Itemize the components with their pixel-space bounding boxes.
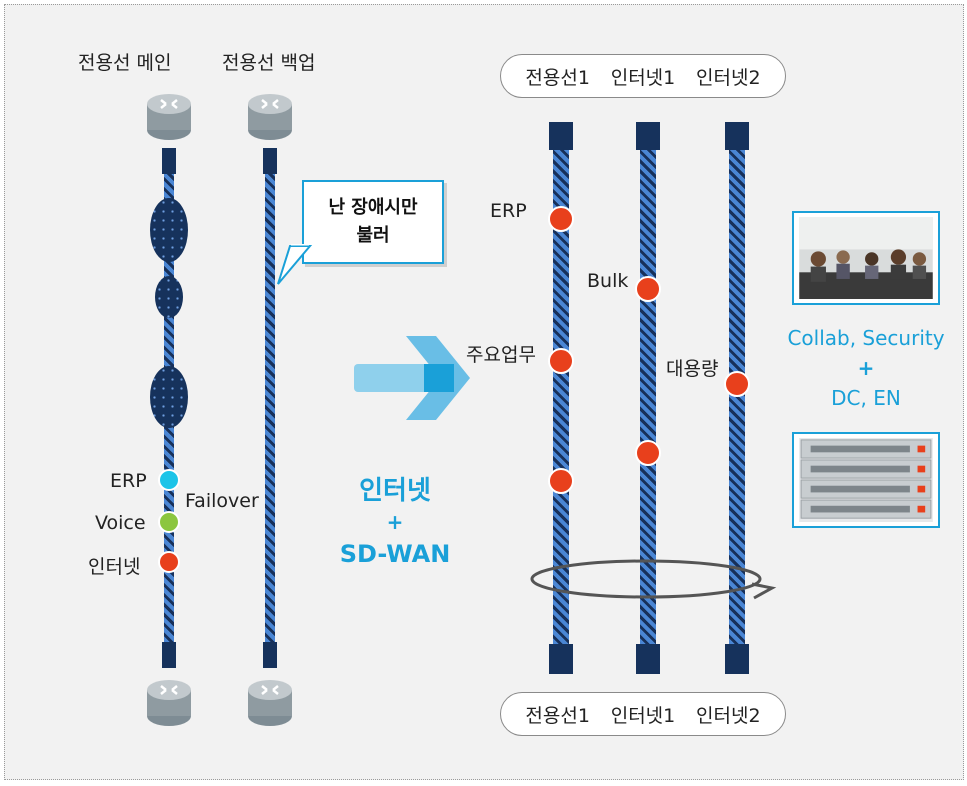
legend-dot-internet — [158, 551, 180, 573]
link2-bottom-cap — [636, 644, 660, 674]
arrow-right-icon — [354, 336, 470, 420]
main-line-top-cap — [162, 148, 176, 174]
traffic-bundle — [155, 276, 183, 318]
rotation-ring-icon — [530, 559, 777, 600]
traffic-label-main-business: 주요업무 — [466, 344, 536, 366]
center-subtitle: SD-WAN — [339, 540, 451, 568]
services-line-1: Collab, Security — [787, 326, 945, 350]
link-label: 인터넷1 — [610, 66, 676, 89]
main-line-bottom-cap — [162, 642, 176, 668]
traffic-bundle — [150, 198, 188, 262]
video-conference-image — [792, 211, 940, 305]
traffic-label-bulk: Bulk — [587, 270, 629, 292]
legend-label: ERP — [110, 470, 147, 492]
callout-bubble: 난 장애시만 불러 — [302, 180, 444, 264]
callout-line-1: 난 장애시만 — [328, 197, 418, 218]
center-plus: + — [386, 510, 404, 534]
link-label: 인터넷1 — [610, 704, 676, 727]
legend-dot-voice — [158, 511, 180, 533]
main-line-label: 전용선 메인 — [78, 52, 172, 74]
link-label: 전용선1 — [525, 66, 590, 89]
link1-cable — [553, 150, 569, 644]
traffic-dot — [635, 440, 661, 466]
link3-top-cap — [725, 122, 749, 150]
callout-line-2: 불러 — [356, 225, 390, 246]
traffic-dot — [635, 276, 661, 302]
traffic-dot — [548, 348, 574, 374]
traffic-label-large-volume: 대용량 — [666, 358, 719, 380]
link1-bottom-cap — [549, 644, 573, 674]
link1-top-cap — [549, 122, 573, 150]
center-title: 인터넷 — [359, 476, 431, 506]
link-label: 전용선1 — [525, 704, 590, 727]
backup-line-label: 전용선 백업 — [222, 52, 316, 74]
traffic-bundle — [150, 366, 188, 428]
services-line-2: DC, EN — [831, 386, 901, 410]
link-label: 인터넷2 — [696, 66, 761, 89]
callout-pointer — [277, 244, 313, 285]
services-plus: + — [857, 356, 875, 380]
traffic-label-erp: ERP — [490, 200, 527, 222]
traffic-dot — [724, 371, 750, 397]
bottom-link-labels: 전용선1 인터넷1 인터넷2 — [500, 692, 786, 736]
backup-line-top-cap — [263, 148, 277, 174]
backup-line-bottom-cap — [263, 642, 277, 668]
failover-label: Failover — [185, 490, 259, 512]
server-rack-image — [792, 432, 940, 528]
link3-cable — [729, 150, 745, 644]
link2-top-cap — [636, 122, 660, 150]
traffic-dot — [548, 468, 574, 494]
link3-bottom-cap — [725, 644, 749, 674]
link2-cable — [640, 150, 656, 644]
legend-label: 인터넷 — [88, 556, 141, 578]
link-label: 인터넷2 — [696, 704, 761, 727]
router-icon — [248, 680, 292, 726]
top-link-labels: 전용선1 인터넷1 인터넷2 — [500, 54, 786, 98]
backup-line-cable — [265, 174, 275, 642]
legend-label: Voice — [95, 512, 146, 534]
router-icon — [248, 94, 292, 140]
traffic-dot — [548, 206, 574, 232]
legend-dot-erp — [158, 469, 180, 491]
router-icon — [147, 94, 191, 140]
router-icon — [147, 680, 191, 726]
